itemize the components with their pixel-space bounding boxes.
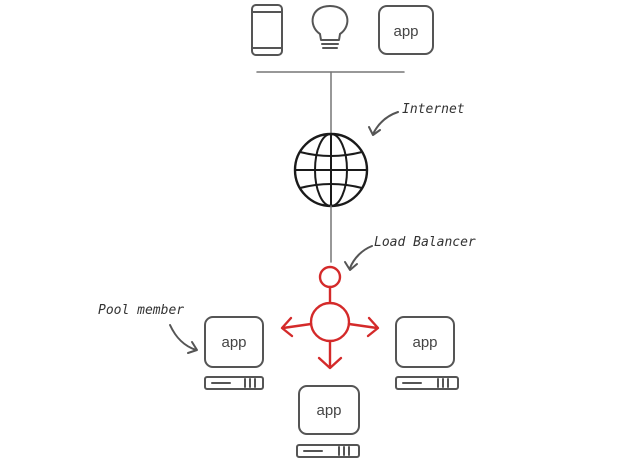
pool-app-label-bottom: app <box>316 402 341 419</box>
client-app-label: app <box>393 23 418 40</box>
load-balancer-arrow-icon <box>344 245 373 271</box>
server-icon <box>204 376 264 390</box>
pool-app-label-right: app <box>412 334 437 351</box>
server-icon <box>395 376 459 390</box>
phone-icon <box>251 4 283 56</box>
pool-member-right: app <box>395 316 459 390</box>
internet-arrow-icon <box>368 111 399 136</box>
pool-member-left: app <box>204 316 264 390</box>
lightbulb-icon <box>311 5 349 49</box>
load-balancer-label: Load Balancer <box>374 235 476 250</box>
client-app-icon: app <box>378 5 434 55</box>
pool-member-bottom: app <box>296 385 360 458</box>
pool-app-label-left: app <box>221 334 246 351</box>
pool-member-arrow-icon <box>169 324 198 354</box>
pool-app-icon <box>204 316 264 368</box>
server-icon <box>296 444 360 458</box>
pool-app-icon <box>395 316 455 368</box>
internet-label: Internet <box>402 102 465 117</box>
load-balancer-icon <box>280 265 380 370</box>
globe-icon <box>293 132 369 208</box>
pool-member-label: Pool member <box>98 303 184 318</box>
pool-app-icon <box>298 385 360 435</box>
